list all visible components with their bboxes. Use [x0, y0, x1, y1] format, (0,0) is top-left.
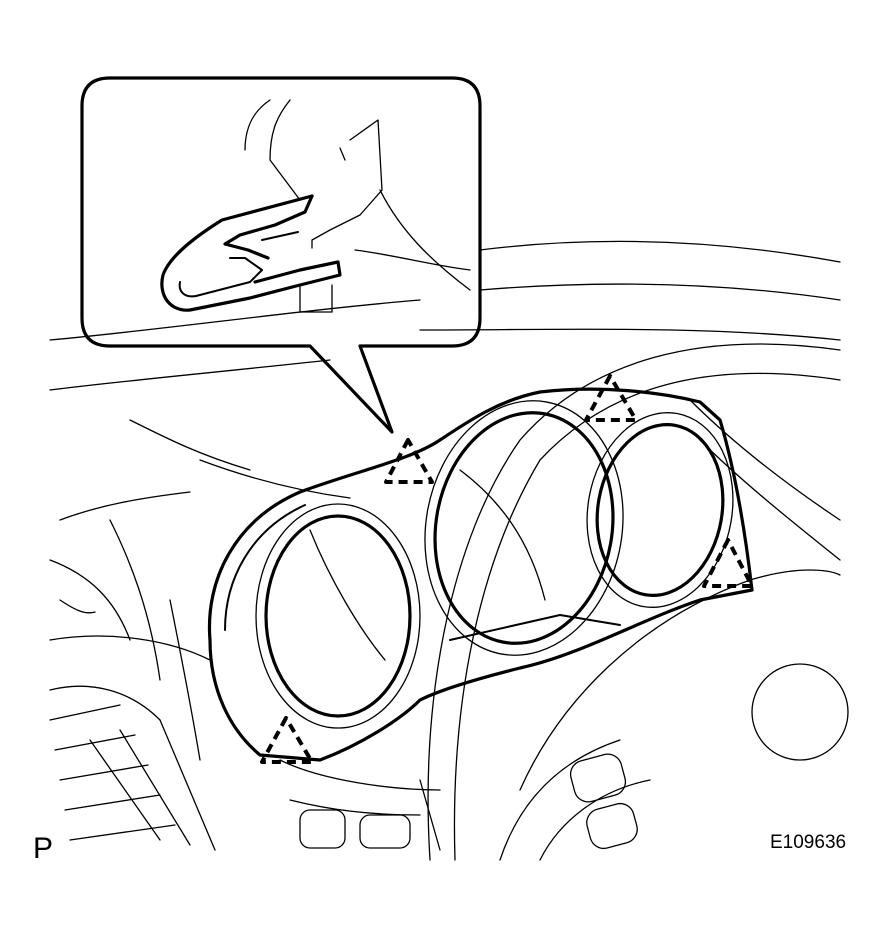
clip-marker-right — [702, 538, 754, 588]
dashboard-outline — [49, 240, 841, 761]
clip-marker-top-left — [384, 438, 434, 484]
meter-hood — [207, 387, 754, 762]
combination-meter — [255, 400, 734, 729]
clip-marker-bottom-left — [260, 716, 314, 764]
air-vent-left — [49, 685, 216, 851]
figure-id: E109636 — [770, 832, 847, 853]
clip-detail-callout — [80, 76, 482, 434]
clip-markers — [260, 374, 754, 764]
steering-wheel — [427, 343, 849, 861]
clip-marker-top-center — [584, 374, 638, 422]
corner-label: P — [33, 832, 54, 865]
center-console — [279, 759, 441, 851]
